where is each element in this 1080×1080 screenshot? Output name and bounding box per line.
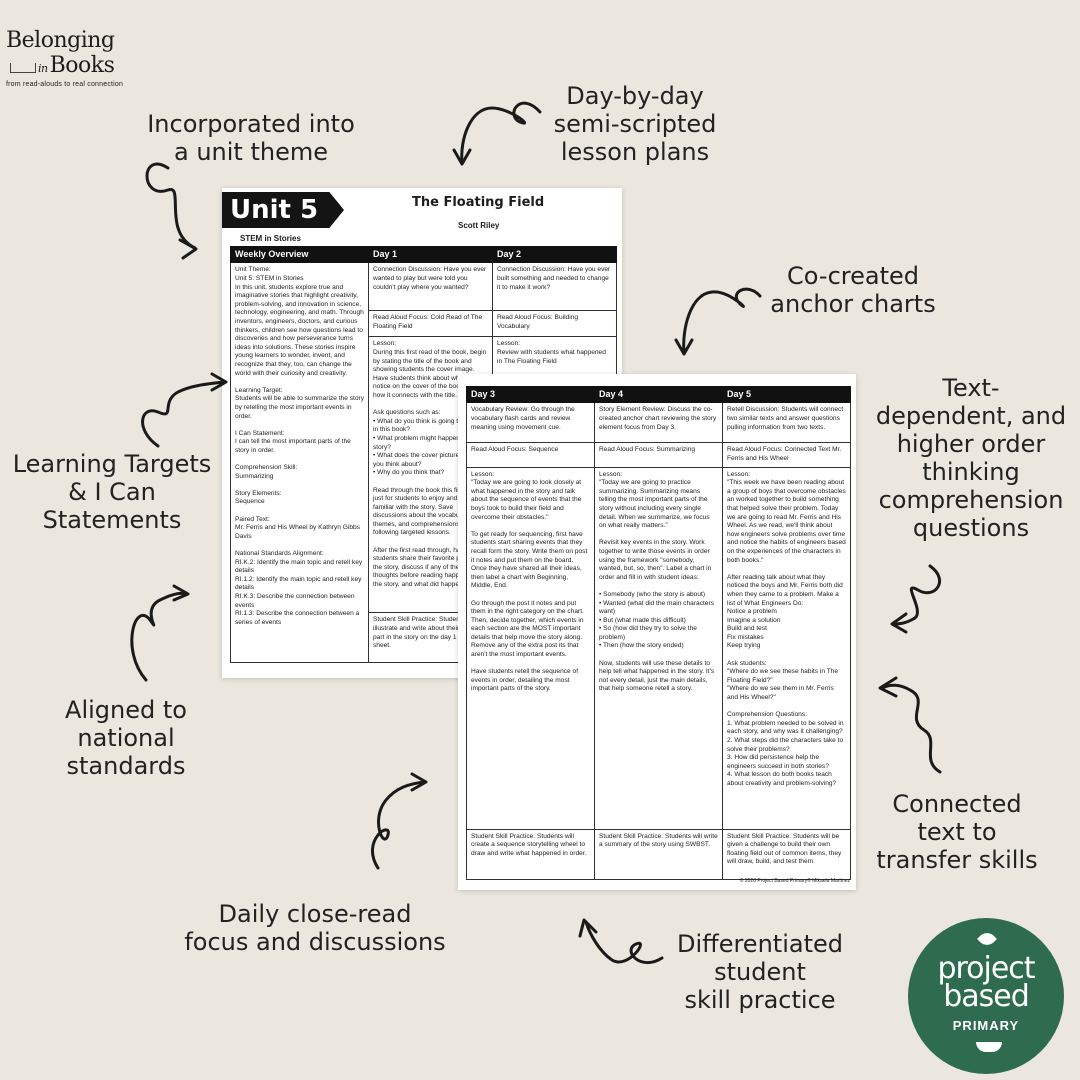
book-title: The Floating Field (412, 195, 545, 210)
callout-connected-text: Connected text to transfer skills (876, 790, 1038, 874)
badge-word-project: project (937, 951, 1035, 986)
day5-skill-practice-cell: Student Skill Practice: Students will be… (722, 828, 851, 880)
arrow-differentiated (578, 918, 664, 965)
callout-national-standards: Aligned to national standards (65, 696, 187, 780)
arrow-anchor-charts (674, 287, 762, 356)
days-3-5-page: Day 3 Day 4 Day 5 Vocabulary Review: Go … (458, 374, 856, 890)
belonging-in-books-logo: Belonging inBooks from read-alouds to re… (6, 28, 123, 88)
day5-retell-cell: Retell Discussion: Students will connect… (722, 402, 851, 444)
callout-learning-targets: Learning Targets & I Can Statements (12, 450, 212, 534)
day3-lesson-cell: Lesson: "Today we are going to look clos… (466, 466, 595, 830)
unit-banner: Unit 5 (222, 192, 344, 228)
header-day-2: Day 2 (492, 245, 617, 264)
header-day-5: Day 5 (722, 385, 851, 404)
arrow-national-standards (130, 584, 190, 682)
bowl-icon (976, 1042, 1002, 1052)
callout-lesson-plans: Day-by-day semi-scripted lesson plans (553, 82, 717, 166)
logo-word-belonging: Belonging (6, 28, 115, 53)
header-day-3: Day 3 (466, 385, 595, 404)
arrow-text-dependent (890, 564, 942, 634)
callout-unit-theme: Incorporated into a unit theme (147, 110, 355, 166)
logo-word-in: in (38, 62, 48, 75)
day1-connection-cell: Connection Discussion: Have you ever wan… (368, 262, 493, 312)
leaf-icon (977, 929, 997, 949)
unit-subtitle: STEM in Stories (240, 234, 301, 243)
day3-review-cell: Vocabulary Review: Go through the vocabu… (466, 402, 595, 444)
arrow-unit-theme (145, 162, 198, 260)
daily-lessons-table: Day 3 Day 4 Day 5 Vocabulary Review: Go … (466, 385, 851, 880)
arrow-connected-text (878, 676, 942, 774)
badge-word-primary: PRIMARY (952, 1018, 1020, 1033)
arrow-close-read (371, 772, 428, 870)
callout-close-read: Daily close-read focus and discussions (184, 900, 446, 956)
callout-differentiated: Differentiated student skill practice (677, 930, 843, 1014)
day4-lesson-cell: Lesson: "Today we are going to practice … (594, 466, 723, 830)
arrow-learning-targets (141, 372, 228, 448)
logo-tagline: from read-alouds to real connection (6, 81, 124, 88)
day4-focus-cell: Read Aloud Focus: Summarizing (594, 442, 723, 468)
header-day-4: Day 4 (594, 385, 723, 404)
logo-word-books: Books (49, 53, 115, 78)
day2-focus-cell: Read Aloud Focus: Building Vocabulary (492, 310, 617, 338)
day5-focus-cell: Read Aloud Focus: Connected Text Mr. Fer… (722, 442, 851, 468)
book-author: Scott Riley (458, 221, 500, 230)
weekly-overview-cell: Unit Theme: Unit 5: STEM in Stories In t… (230, 262, 369, 664)
logo-word-row: inBooks (10, 53, 123, 78)
project-based-primary-badge: project based PRIMARY (908, 918, 1064, 1074)
day1-focus-cell: Read Aloud Focus: Cold Read of The Float… (368, 310, 493, 338)
callout-text-dependent: Text- dependent, and higher order thinki… (875, 374, 1067, 542)
page-footer: © 2026 Project Based Primary® Mikaela Ma… (739, 877, 850, 884)
header-day-1: Day 1 (368, 245, 493, 264)
day2-connection-cell: Connection Discussion: Have you ever bui… (492, 262, 617, 312)
day3-focus-cell: Read Aloud Focus: Sequence (466, 442, 595, 468)
open-book-icon (10, 63, 36, 73)
callout-anchor-charts: Co-created anchor charts (770, 262, 936, 318)
day4-review-cell: Story Element Review: Discuss the co-cre… (594, 402, 723, 444)
badge-word-based: based (943, 979, 1030, 1014)
day3-skill-practice-cell: Student Skill Practice: Students will cr… (466, 828, 595, 880)
arrow-lesson-plans (452, 101, 542, 166)
day5-lesson-cell: Lesson: "This week we have been reading … (722, 466, 851, 830)
